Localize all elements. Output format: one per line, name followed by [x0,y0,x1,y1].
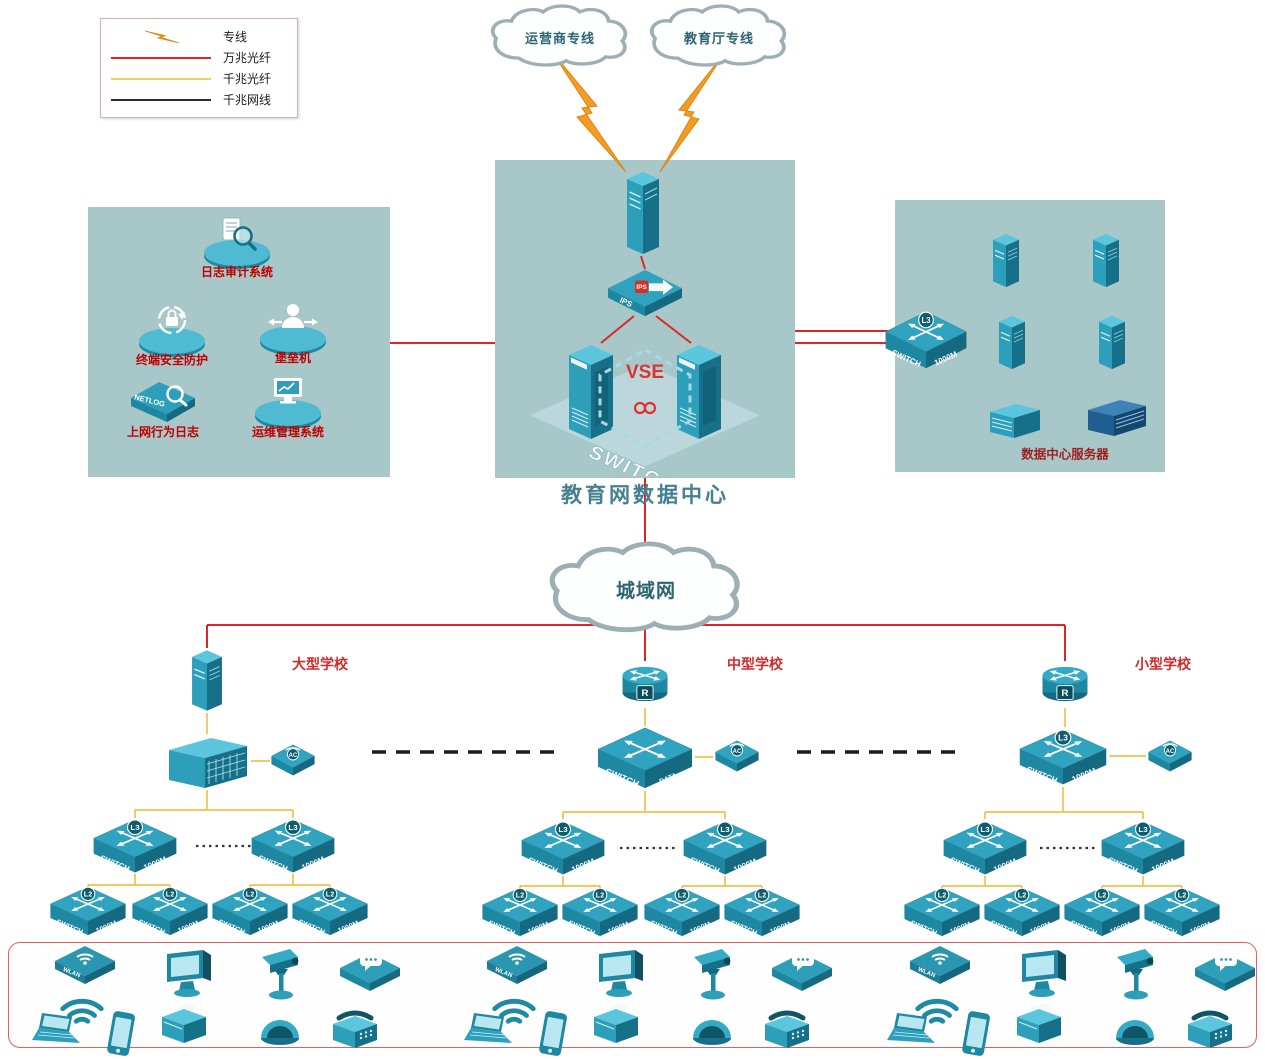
line-sample-icon [109,77,213,80]
lightning-bolt [551,51,627,173]
legend-item: 专线 [109,26,289,47]
school-label-3: 小型学校 [1135,656,1191,672]
line-sample [111,56,211,59]
legend-label: 万兆光纤 [223,51,272,65]
legend-item: 千兆网线 [109,89,289,110]
datacenter-title: 教育网数据中心 [561,484,729,507]
legend: 专线万兆光纤千兆光纤千兆网线 [100,18,298,118]
legend-item: 万兆光纤 [109,47,289,68]
line-sample-icon [109,56,213,59]
line-sample-icon [109,98,213,101]
line-sample [111,77,211,80]
lightning-icon [109,29,213,45]
legend-label: 千兆网线 [223,93,272,107]
legend-label: 专线 [223,30,248,44]
school-label-1: 大型学校 [292,656,348,672]
servers-label: 数据中心服务器 [1021,447,1109,462]
line-sample [111,98,211,101]
school-label-2: 中型学校 [727,656,783,672]
lightning-bolt [659,53,725,173]
legend-item: 千兆光纤 [109,68,289,89]
legend-label: 千兆光纤 [223,72,272,86]
